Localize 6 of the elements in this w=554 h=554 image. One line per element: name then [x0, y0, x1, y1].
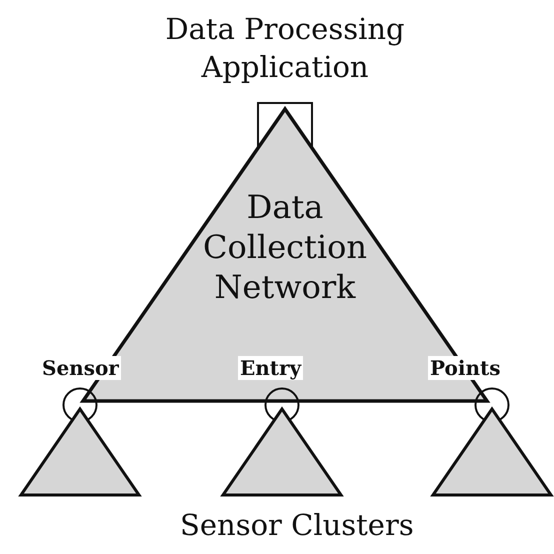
entry-point-label: Sensor	[40, 356, 121, 380]
entry-point-label: Entry	[238, 356, 304, 380]
network-label: Data Collection Network	[202, 187, 368, 307]
clusters-caption: Sensor Clusters	[179, 508, 415, 543]
application-heading: Data Processing Application	[164, 11, 406, 86]
entry-point-label: Points	[428, 356, 502, 380]
